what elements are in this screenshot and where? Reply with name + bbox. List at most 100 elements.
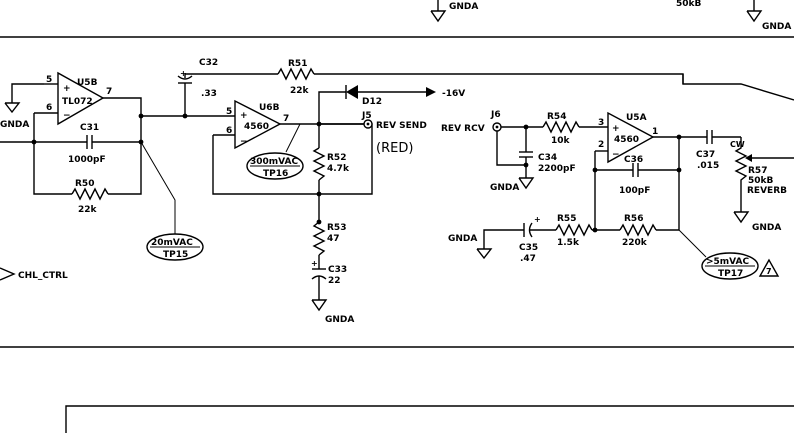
svg-text:C32: C32 <box>199 58 218 68</box>
svg-text:6: 6 <box>46 103 52 113</box>
svg-text:.33: .33 <box>201 89 217 99</box>
svg-text:+: + <box>240 111 248 121</box>
svg-text:+: + <box>311 259 318 268</box>
svg-text:D12: D12 <box>362 97 382 107</box>
svg-text:TP15: TP15 <box>163 250 188 260</box>
svg-text:CW: CW <box>730 140 745 149</box>
svg-text:C31: C31 <box>80 123 99 133</box>
potentiometer-r57: CW R57 50kB REVERB GNDA <box>730 137 794 233</box>
capacitor-c31: C31 1000pF <box>34 123 141 165</box>
svg-text:10k: 10k <box>551 136 571 146</box>
test-point-tp16: 300mVAC TP16 <box>246 123 304 180</box>
svg-text:220k: 220k <box>622 238 648 248</box>
chl-ctrl-port: CHL_CTRL <box>0 267 68 281</box>
u6b-opamp: 5 6 + − U6B 4560 7 <box>213 99 319 150</box>
svg-text:.015: .015 <box>697 161 719 171</box>
svg-text:U6B: U6B <box>259 103 280 113</box>
svg-text:J6: J6 <box>490 110 501 120</box>
svg-text:2: 2 <box>598 140 604 150</box>
resistor-r50: R50 22k <box>71 179 109 215</box>
svg-text:3: 3 <box>598 118 604 128</box>
capacitor-c32: + C32 .33 <box>177 58 218 116</box>
svg-text:C34: C34 <box>538 153 557 163</box>
wire-u5b-feedback-right <box>108 116 142 195</box>
junction-r52 <box>316 191 322 197</box>
svg-text:22k: 22k <box>290 86 310 96</box>
svg-text:TP16: TP16 <box>263 169 288 179</box>
svg-text:4560: 4560 <box>614 135 639 145</box>
svg-text:GNDA: GNDA <box>0 120 29 130</box>
svg-text:GNDA: GNDA <box>752 223 781 233</box>
svg-text:C33: C33 <box>328 265 347 275</box>
svg-text:GNDA: GNDA <box>762 22 791 32</box>
svg-text:300mVAC: 300mVAC <box>250 157 298 167</box>
svg-text:GNDA: GNDA <box>449 2 478 12</box>
svg-text:5: 5 <box>46 75 52 85</box>
top-gnda-right: GNDA <box>746 0 791 32</box>
svg-text:C35: C35 <box>519 243 538 253</box>
junction-u5b-out <box>138 113 144 119</box>
svg-text:GNDA: GNDA <box>325 315 354 325</box>
svg-text:5: 5 <box>226 107 232 117</box>
gnda-c33: GNDA <box>311 299 354 325</box>
svg-text:.47: .47 <box>520 254 536 264</box>
capacitor-c35: + C35 .47 <box>519 215 556 264</box>
svg-text:1000pF: 1000pF <box>68 155 106 165</box>
svg-text:J5: J5 <box>361 111 372 121</box>
svg-text:R56: R56 <box>624 214 643 224</box>
wire-to-d12 <box>318 91 346 124</box>
gnda-c34: GNDA <box>490 177 535 193</box>
svg-text:>5mVAC: >5mVAC <box>706 257 750 267</box>
svg-text:7: 7 <box>766 267 772 276</box>
note-flag-triangle: 7 <box>758 258 780 277</box>
jack-j5: J5 REV SEND (RED) <box>361 111 427 156</box>
jack-j6: J6 REV RCV <box>441 110 502 134</box>
capacitor-c37: C37 .015 <box>696 130 741 171</box>
svg-text:1.5k: 1.5k <box>557 238 580 248</box>
wire-r51-right <box>314 73 684 84</box>
svg-text:REVERB: REVERB <box>747 186 787 196</box>
resistor-r53: R53 47 <box>312 221 346 256</box>
svg-text:4560: 4560 <box>244 122 269 132</box>
svg-text:-16V: -16V <box>442 89 465 99</box>
capacitor-c33: + C33 22 <box>311 255 347 300</box>
svg-text:7: 7 <box>106 87 112 97</box>
resistor-r52: R52 4.7k <box>312 147 350 181</box>
test-point-tp17: >5mVAC TP17 <box>678 229 759 280</box>
test-point-tp15: 20mVAC TP15 <box>140 141 204 261</box>
svg-text:R51: R51 <box>288 59 307 69</box>
svg-text:1: 1 <box>652 127 658 137</box>
svg-text:+: + <box>180 69 187 78</box>
svg-text:TP17: TP17 <box>718 269 743 279</box>
gnda-c35: GNDA <box>448 229 524 260</box>
capacitor-c34: C34 2200pF <box>519 127 576 178</box>
svg-text:+: + <box>612 124 620 134</box>
svg-text:−: − <box>240 137 248 147</box>
junction-c34-bottom <box>523 162 529 168</box>
top-gnda-left: GNDA <box>430 0 478 23</box>
wire-r51-to-pot <box>682 74 794 101</box>
svg-text:R55: R55 <box>557 214 576 224</box>
svg-text:R50: R50 <box>75 179 94 189</box>
svg-text:20mVAC: 20mVAC <box>151 238 193 248</box>
svg-text:+: + <box>63 84 71 94</box>
svg-text:22k: 22k <box>78 205 98 215</box>
svg-text:7: 7 <box>283 114 289 124</box>
svg-text:R53: R53 <box>327 223 346 233</box>
svg-text:R52: R52 <box>327 153 346 163</box>
svg-text:U5A: U5A <box>626 113 647 123</box>
svg-text:100pF: 100pF <box>619 186 650 196</box>
next-section-frame <box>65 405 794 433</box>
top-value-50kb: 50kB <box>676 0 702 9</box>
svg-text:−: − <box>612 150 620 160</box>
svg-text:TL072: TL072 <box>62 97 93 107</box>
svg-text:−: − <box>63 111 71 121</box>
svg-text:C36: C36 <box>624 155 643 165</box>
resistor-r55: R55 1.5k <box>555 214 593 248</box>
u5a-opamp: 3 2 + − U5A 4560 1 <box>595 111 707 164</box>
svg-text:CHL_CTRL: CHL_CTRL <box>18 271 68 281</box>
resistor-r56: R56 220k <box>619 214 657 248</box>
svg-text:47: 47 <box>327 234 340 244</box>
svg-text:2200pF: 2200pF <box>538 164 576 174</box>
